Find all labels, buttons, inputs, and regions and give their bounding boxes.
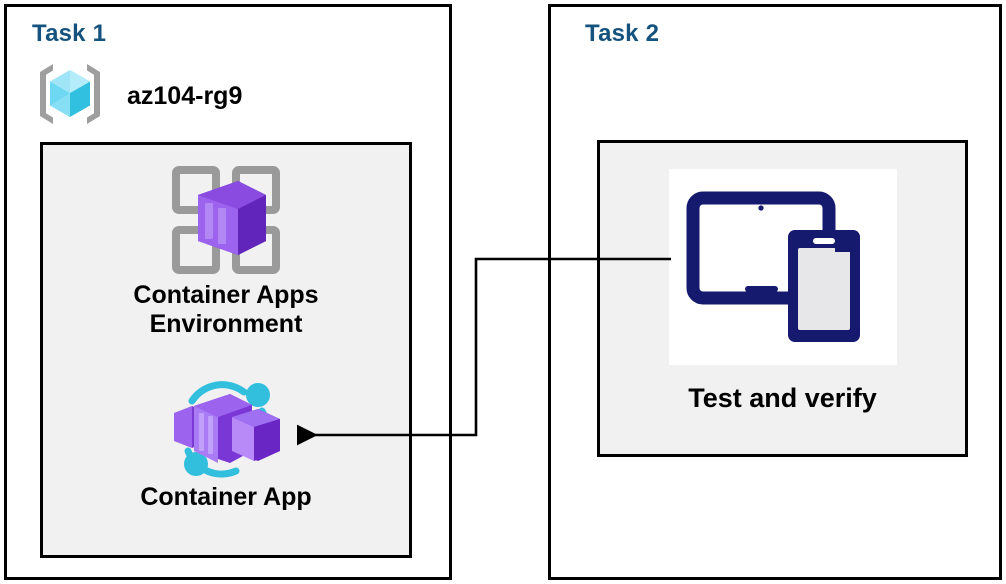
container-apps-environment-item: Container Apps Environment	[43, 159, 409, 340]
container-app-label: Container App	[140, 483, 312, 511]
test-and-verify-label: Test and verify	[688, 383, 877, 413]
azure-resource-group-icon	[33, 57, 107, 136]
task-1-title: Task 1	[32, 20, 107, 47]
task-1-inner-box: Container Apps Environment	[40, 142, 412, 558]
resource-group-label: az104-rg9	[127, 81, 243, 110]
container-apps-environment-icon	[43, 159, 409, 281]
resource-group-row: az104-rg9	[33, 58, 323, 134]
container-apps-environment-label: Container Apps Environment	[133, 281, 319, 339]
task-2-title: Task 2	[585, 20, 660, 47]
test-and-verify-item: Test and verify	[600, 169, 965, 414]
test-and-verify-devices-icon	[668, 169, 897, 365]
container-app-icon	[43, 375, 409, 483]
task-2-inner-box: Test and verify	[597, 140, 968, 457]
container-app-item: Container App	[43, 375, 409, 512]
